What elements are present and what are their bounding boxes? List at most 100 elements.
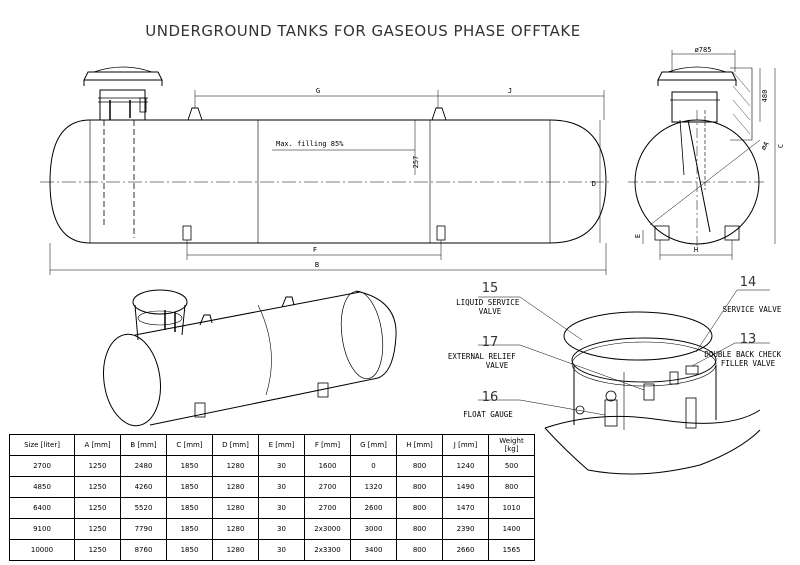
table-cell: 3400 <box>350 539 397 561</box>
table-cell: 1280 <box>212 476 259 498</box>
callout-17-label-line2: VALVE <box>486 361 509 370</box>
callout-13-label-line2: FILLER VALVE <box>721 359 776 368</box>
table-cell: 1240 <box>442 455 489 477</box>
callout-16-label: FLOAT GAUGE <box>463 410 513 419</box>
table-header-cell: A [mm] <box>74 434 121 456</box>
callout-15-label: LIQUID SERVICE VALVE <box>456 298 524 316</box>
table-cell: 800 <box>396 455 443 477</box>
table-header-cell: Weight[kg] <box>488 434 535 456</box>
dim-c-label: C <box>777 144 785 148</box>
table-cell: 8760 <box>120 539 167 561</box>
table-cell: 1320 <box>350 476 397 498</box>
table-cell: 1280 <box>212 518 259 540</box>
side-view <box>40 66 612 275</box>
callout-13-label: DOUBLE BACK CHECK FILLER VALVE <box>704 350 785 368</box>
table-cell: 30 <box>258 497 305 519</box>
callout-13-number: 13 <box>740 332 757 347</box>
dim-d-label: D <box>592 180 596 188</box>
dim-480-label: 480 <box>761 90 769 103</box>
table-cell: 500 <box>488 455 535 477</box>
table-header-cell: D [mm] <box>212 434 259 456</box>
table-cell: 30 <box>258 518 305 540</box>
dim-b-label: B <box>315 261 319 269</box>
callout-17-label: EXTERNAL RELIEF VALVE <box>448 352 520 370</box>
dim-e-label: E <box>634 234 642 238</box>
table-cell: 1250 <box>74 476 121 498</box>
callouts: 15 LIQUID SERVICE VALVE 14 SERVICE VALVE… <box>448 275 785 419</box>
table-cell: 1250 <box>74 497 121 519</box>
table-cell: 30 <box>258 455 305 477</box>
table-cell: 0 <box>350 455 397 477</box>
isometric-view <box>103 289 397 427</box>
table-cell: 1850 <box>166 497 213 519</box>
callout-17-label-line1: EXTERNAL RELIEF <box>448 352 516 361</box>
table-cell: 1280 <box>212 539 259 561</box>
spec-table: Size [liter]A [mm]B [mm]C [mm]D [mm]E [m… <box>9 434 535 561</box>
table-cell: 2700 <box>304 476 351 498</box>
table-cell: 1010 <box>488 497 535 519</box>
table-cell: 5520 <box>120 497 167 519</box>
dim-g-label: G <box>316 87 320 95</box>
table-cell: 800 <box>488 476 535 498</box>
callout-14-number: 14 <box>740 275 757 290</box>
table-cell: 1850 <box>166 476 213 498</box>
table-cell: 1250 <box>74 539 121 561</box>
callout-13-label-line1: DOUBLE BACK CHECK <box>704 350 781 359</box>
table-cell: 1850 <box>166 455 213 477</box>
callout-15-label-line1: LIQUID SERVICE <box>456 298 520 307</box>
table-header-cell: E [mm] <box>258 434 305 456</box>
table-header-cell: F [mm] <box>304 434 351 456</box>
table-cell: 2600 <box>350 497 397 519</box>
table-cell: 6400 <box>9 497 75 519</box>
table-cell: 30 <box>258 539 305 561</box>
callout-14-label: SERVICE VALVE <box>723 305 782 314</box>
table-cell: 1250 <box>74 455 121 477</box>
table-cell: 2x3000 <box>304 518 351 540</box>
table-cell: 1280 <box>212 497 259 519</box>
table-header-cell: C [mm] <box>166 434 213 456</box>
table-cell: 1850 <box>166 539 213 561</box>
max-filling-label: Max. filling 85% <box>276 140 344 148</box>
table-cell: 2700 <box>304 497 351 519</box>
callout-15-label-line2: VALVE <box>479 307 502 316</box>
callout-16-number: 16 <box>482 390 499 405</box>
dim-h-label: H <box>694 246 698 254</box>
table-header-cell: Size [liter] <box>9 434 75 456</box>
table-cell: 9100 <box>9 518 75 540</box>
table-cell: 2660 <box>442 539 489 561</box>
table-cell: 2390 <box>442 518 489 540</box>
table-cell: 800 <box>396 539 443 561</box>
table-header-row: Size [liter]A [mm]B [mm]C [mm]D [mm]E [m… <box>9 434 535 456</box>
callout-15-number: 15 <box>482 281 499 296</box>
table-cell: 1280 <box>212 455 259 477</box>
table-cell: 7790 <box>120 518 167 540</box>
table-cell: 4260 <box>120 476 167 498</box>
dim-257-label: 257 <box>412 156 420 169</box>
dim-a-label: øA <box>759 140 771 152</box>
table-header-cell: G [mm] <box>350 434 397 456</box>
table-cell: 3000 <box>350 518 397 540</box>
table-cell: 4850 <box>9 476 75 498</box>
dim-f-label: F <box>313 246 317 254</box>
table-cell: 1250 <box>74 518 121 540</box>
table-cell: 800 <box>396 476 443 498</box>
table-cell: 800 <box>396 518 443 540</box>
table-cell: 1490 <box>442 476 489 498</box>
table-cell: 1470 <box>442 497 489 519</box>
table-cell: 1850 <box>166 518 213 540</box>
table-cell: 2700 <box>9 455 75 477</box>
table-cell: 2480 <box>120 455 167 477</box>
dim-diameter-label: ø785 <box>695 46 712 54</box>
callout-17-number: 17 <box>482 335 499 350</box>
table-header-cell: H [mm] <box>396 434 443 456</box>
table-cell: 1565 <box>488 539 535 561</box>
table-cell: 10000 <box>9 539 75 561</box>
table-cell: 800 <box>396 497 443 519</box>
